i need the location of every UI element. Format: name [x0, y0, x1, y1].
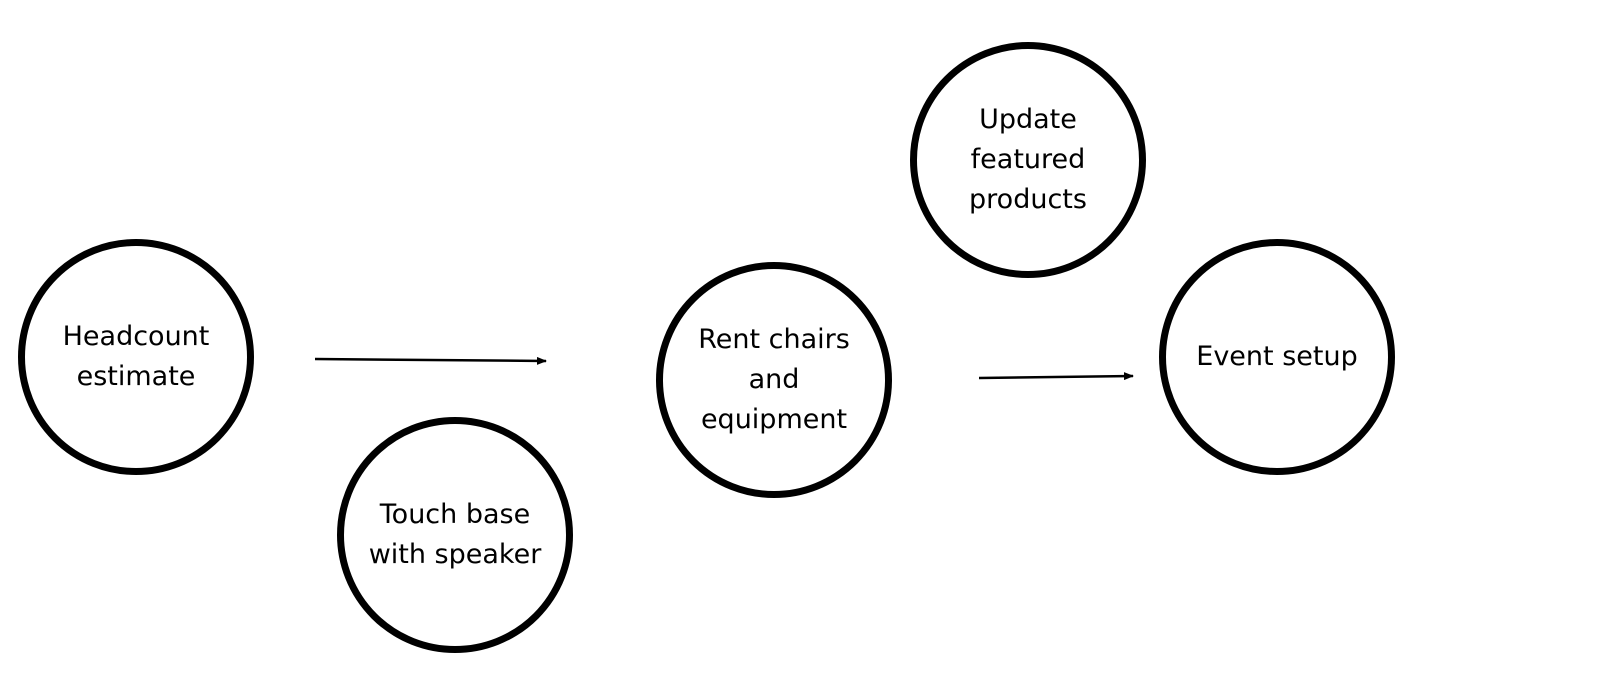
node-rent-chairs-and-equipment: Rent chairs and equipment [656, 262, 892, 498]
node-update-featured-products-label: Update featured products [969, 104, 1087, 215]
node-rent-chairs-and-equipment-label: Rent chairs and equipment [698, 324, 850, 435]
node-event-setup: Event setup [1159, 239, 1395, 475]
arrow-headcount-to-rent [314, 356, 547, 365]
arrow-rent-to-event [978, 372, 1134, 381]
node-headcount-estimate-label: Headcount estimate [62, 321, 210, 392]
node-update-featured-products: Update featured products [910, 42, 1146, 278]
node-touch-base-with-speaker-label: Touch base with speaker [368, 499, 542, 570]
node-headcount-estimate: Headcount estimate [18, 239, 254, 475]
node-event-setup-label: Event setup [1196, 341, 1358, 372]
node-touch-base-with-speaker: Touch base with speaker [337, 417, 573, 653]
